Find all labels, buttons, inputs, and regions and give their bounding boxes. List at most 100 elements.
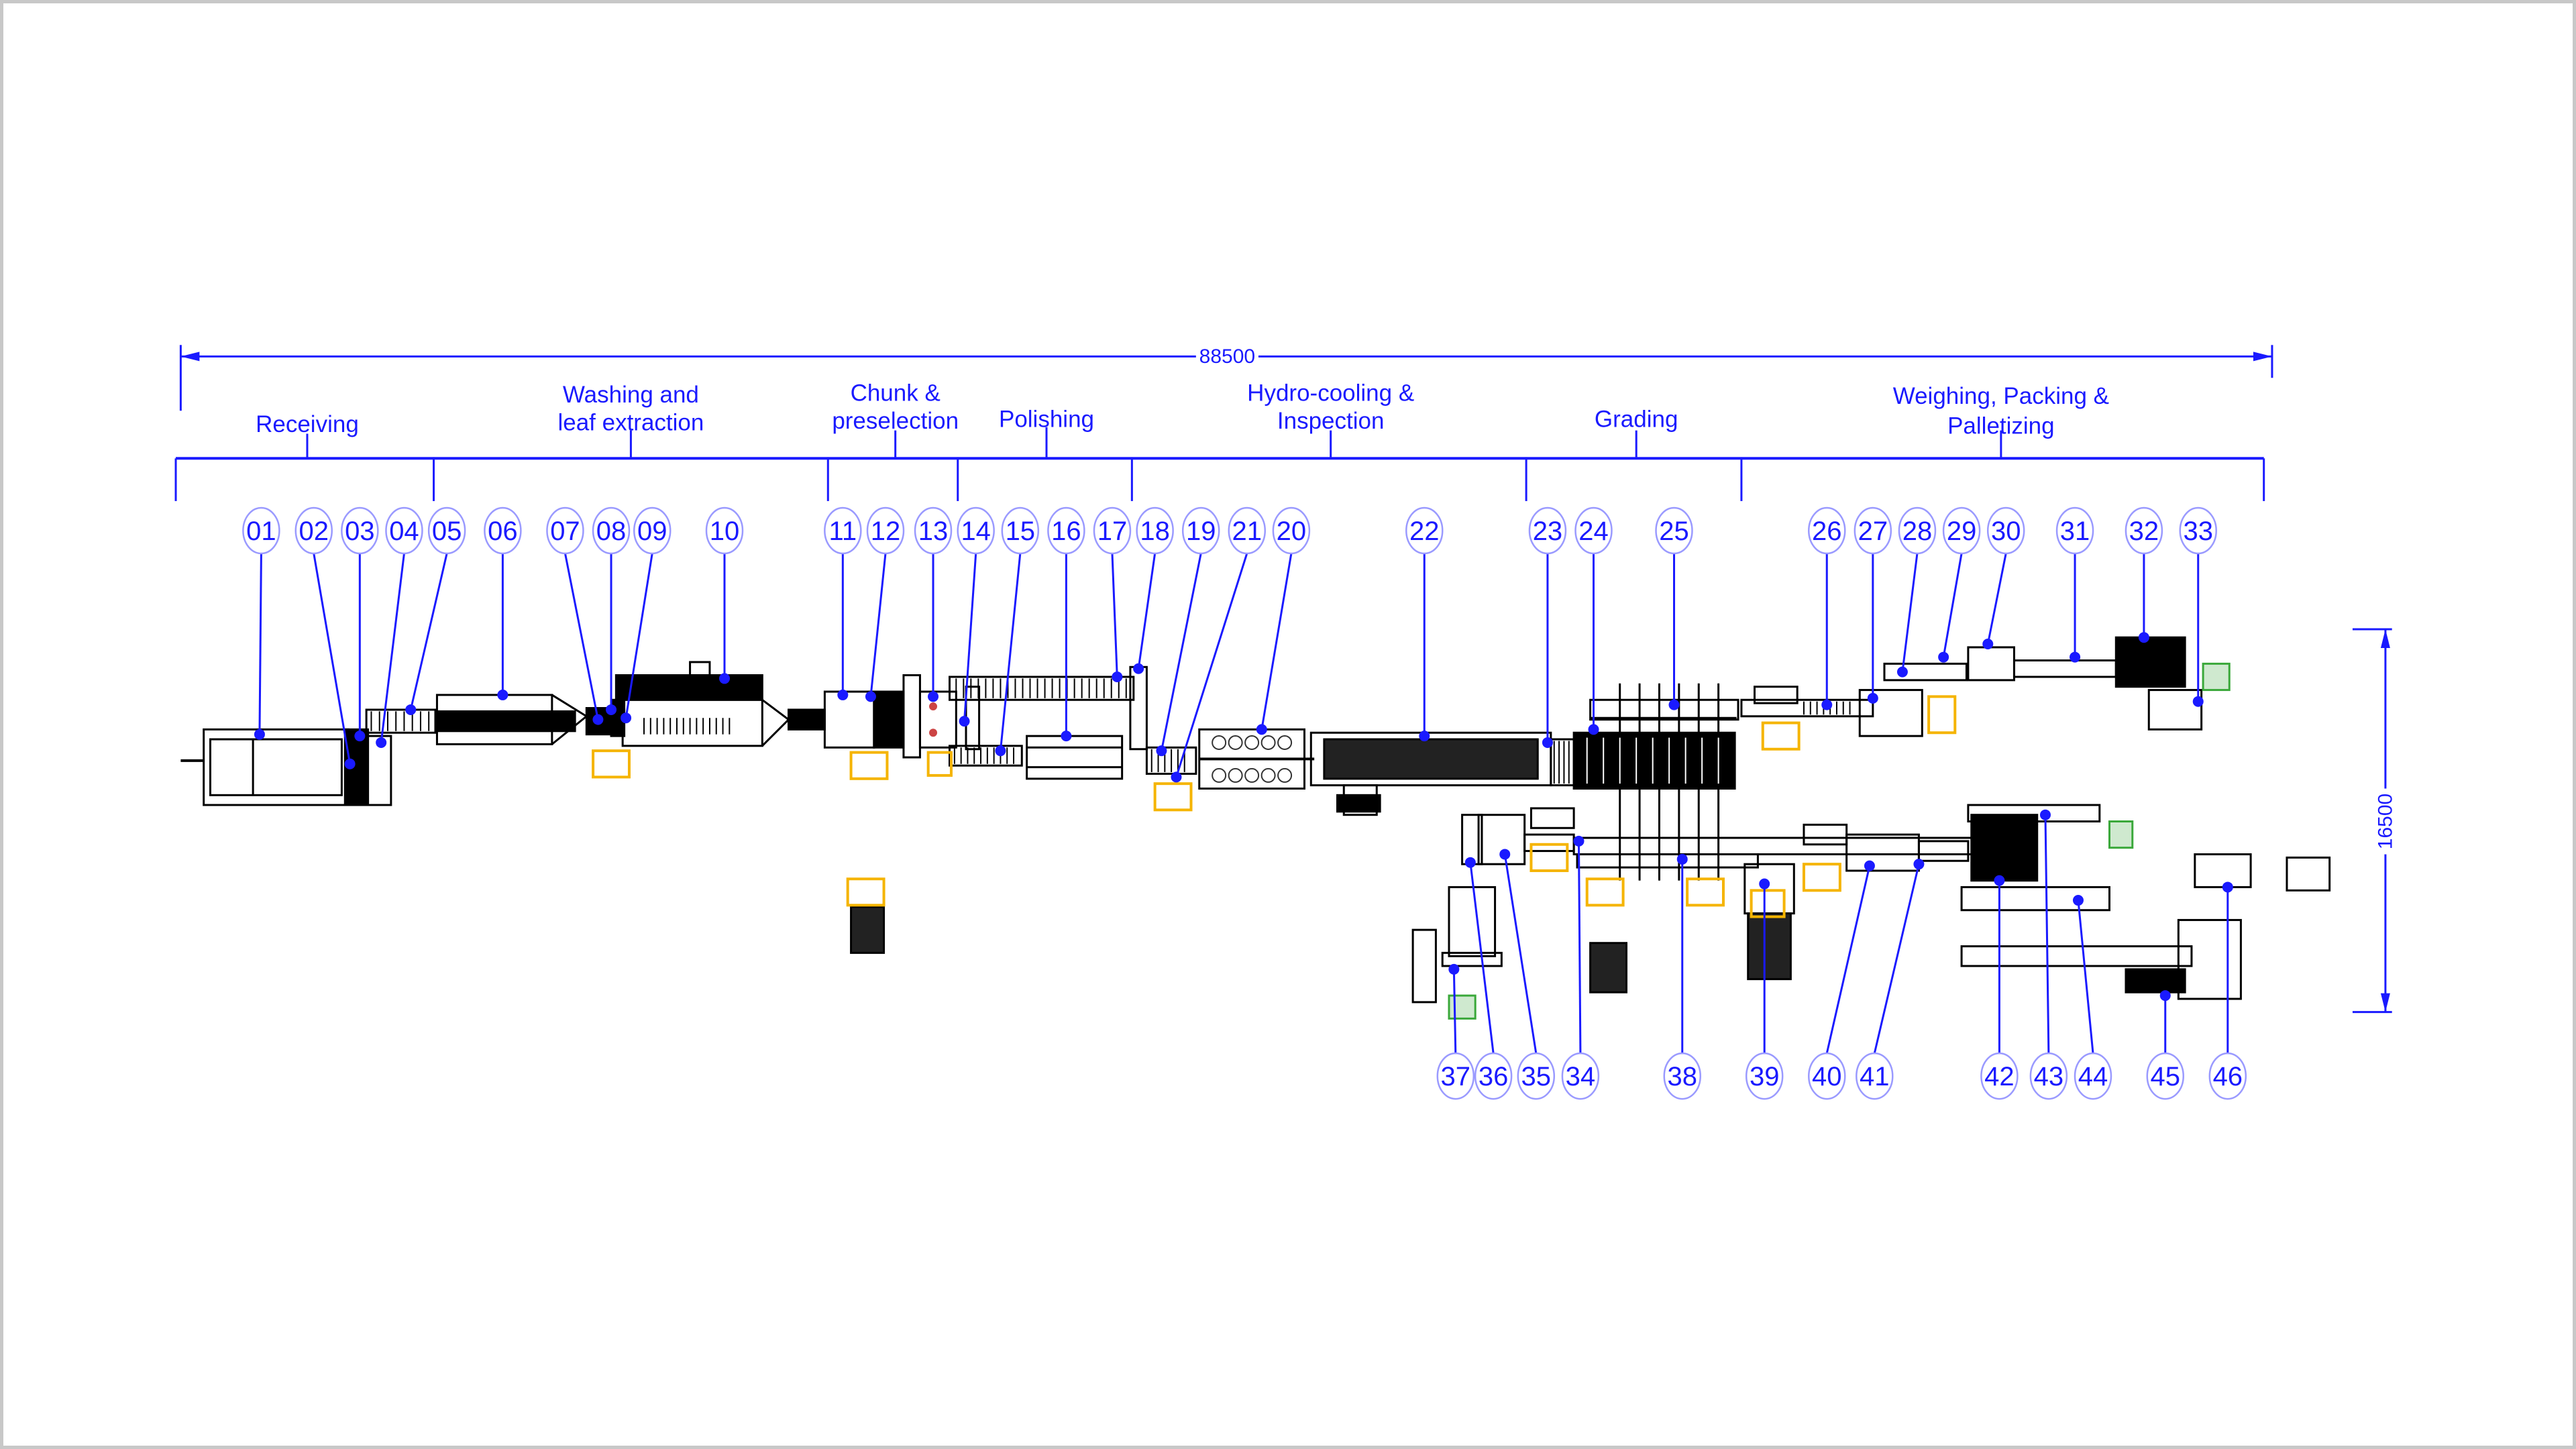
item-balloon-43-circle bbox=[2029, 1052, 2068, 1100]
operator-zone bbox=[926, 751, 953, 777]
item-balloon-28-circle bbox=[1898, 506, 1937, 555]
operator-zone bbox=[1750, 889, 1786, 918]
leader-dot bbox=[1588, 724, 1599, 735]
leader-line bbox=[258, 553, 262, 735]
leader-line bbox=[1873, 863, 1920, 1054]
item-balloon-11-circle bbox=[824, 506, 862, 555]
section-brackets-layer: Receiving Washing and leaf extraction Ch… bbox=[174, 380, 2265, 501]
item-balloon-42-circle bbox=[1980, 1052, 2019, 1100]
item-balloon-10-circle bbox=[705, 506, 744, 555]
pallet-dispenser-45 bbox=[2125, 968, 2186, 994]
packing-line-upper bbox=[1740, 698, 1874, 718]
palletizer-32 bbox=[2114, 636, 2186, 688]
operator-zone bbox=[849, 751, 889, 780]
item-balloon-19: 19 bbox=[1186, 517, 1216, 546]
conveyor-31 bbox=[2012, 659, 2117, 678]
item-balloon-11: 11 bbox=[829, 517, 857, 546]
leader-dot bbox=[1867, 692, 1878, 704]
item-balloon-40-circle bbox=[1808, 1052, 1846, 1100]
item-balloon-06-circle bbox=[484, 506, 522, 555]
item-balloon-44-circle bbox=[2074, 1052, 2112, 1100]
leader-dot bbox=[1864, 860, 1875, 871]
grading-upper-conveyor-25 bbox=[1589, 698, 1739, 721]
leader-dot bbox=[2192, 696, 2204, 707]
transition-chute bbox=[788, 708, 826, 731]
leader-line bbox=[1260, 553, 1293, 730]
dimension-arrow-right bbox=[2253, 352, 2272, 362]
leader-dot bbox=[376, 737, 387, 748]
leader-dot bbox=[254, 729, 265, 740]
item-balloon-37-circle bbox=[1436, 1052, 1475, 1100]
leader-dot bbox=[995, 745, 1006, 757]
weigher-30 bbox=[1967, 646, 2015, 682]
chunk-drive bbox=[873, 690, 905, 749]
return-conveyor bbox=[949, 676, 1135, 701]
leader-dot bbox=[928, 691, 939, 702]
leaf-extractor-stair bbox=[689, 661, 711, 677]
transfer-conveyor-19 bbox=[1145, 746, 1197, 775]
operator-zone bbox=[592, 749, 631, 779]
item-balloon-41-circle bbox=[1856, 1052, 1894, 1100]
leader-dot bbox=[2222, 881, 2233, 893]
leader-dot bbox=[1573, 835, 1585, 847]
item-balloon-31-circle bbox=[2055, 506, 2094, 555]
leader-line bbox=[313, 553, 352, 765]
leader-dot bbox=[497, 689, 508, 700]
leader-dot bbox=[1994, 875, 2005, 886]
item-balloon-13: 13 bbox=[918, 517, 949, 546]
leader-line bbox=[1452, 969, 1457, 1054]
item-balloon-19-circle bbox=[1181, 506, 1220, 555]
elevator-frame bbox=[367, 735, 392, 806]
leader-line bbox=[1137, 553, 1157, 669]
leader-line bbox=[1111, 553, 1118, 678]
item-balloon-43: 43 bbox=[2034, 1062, 2064, 1091]
item-balloon-27: 27 bbox=[1858, 517, 1888, 546]
item-balloon-05: 05 bbox=[432, 517, 462, 546]
leader-dot bbox=[2072, 895, 2084, 906]
operator-icon bbox=[929, 729, 938, 737]
section-label-grading: Grading bbox=[1595, 406, 1678, 432]
pallet-conveyor-45 bbox=[1960, 945, 2193, 967]
item-balloon-34-circle bbox=[1561, 1052, 1600, 1100]
leader-dot bbox=[1913, 859, 1925, 870]
item-balloon-46: 46 bbox=[2213, 1062, 2243, 1091]
item-balloon-04-circle bbox=[385, 506, 423, 555]
item-balloon-46-circle bbox=[2208, 1052, 2247, 1100]
leader-dot bbox=[1668, 699, 1680, 710]
leader-dot bbox=[1896, 666, 1908, 678]
item-balloon-22-circle bbox=[1405, 506, 1444, 555]
forklift-left bbox=[850, 906, 885, 954]
item-balloon-07-circle bbox=[546, 506, 584, 555]
leader-dot bbox=[1419, 731, 1430, 742]
forklift-right bbox=[2286, 856, 2331, 892]
pallet-lower bbox=[2108, 820, 2134, 849]
operator-zone bbox=[1153, 782, 1193, 812]
leader-dot bbox=[1542, 737, 1553, 748]
item-balloon-26-circle bbox=[1808, 506, 1846, 555]
item-balloon-22: 22 bbox=[1409, 517, 1440, 546]
item-balloon-30-circle bbox=[1986, 506, 2025, 555]
item-balloon-20: 20 bbox=[1277, 517, 1307, 546]
operator-zone bbox=[1761, 721, 1801, 751]
equipment-layer bbox=[180, 636, 2331, 1020]
bin-filler-37 bbox=[1411, 928, 1437, 1004]
item-balloon-14: 14 bbox=[961, 517, 991, 546]
item-balloon-25-circle bbox=[1655, 506, 1693, 555]
item-balloon-42: 42 bbox=[1984, 1062, 2015, 1091]
leader-dot bbox=[1676, 853, 1688, 865]
item-balloon-32-circle bbox=[2125, 506, 2163, 555]
leader-dot bbox=[1938, 651, 1949, 663]
conveyor-28 bbox=[1883, 662, 1968, 682]
operator-zone bbox=[846, 877, 885, 907]
leader-dot bbox=[344, 758, 356, 769]
leader-dot bbox=[959, 716, 970, 727]
item-balloon-36: 36 bbox=[1479, 1062, 1509, 1091]
item-balloon-10: 10 bbox=[710, 517, 740, 546]
leader-dot bbox=[606, 704, 617, 715]
operator-zone bbox=[1686, 877, 1725, 907]
leader-dot bbox=[719, 673, 730, 684]
pallet-magazine-44 bbox=[1960, 885, 2110, 912]
pallet-jack-46 bbox=[2194, 853, 2252, 888]
